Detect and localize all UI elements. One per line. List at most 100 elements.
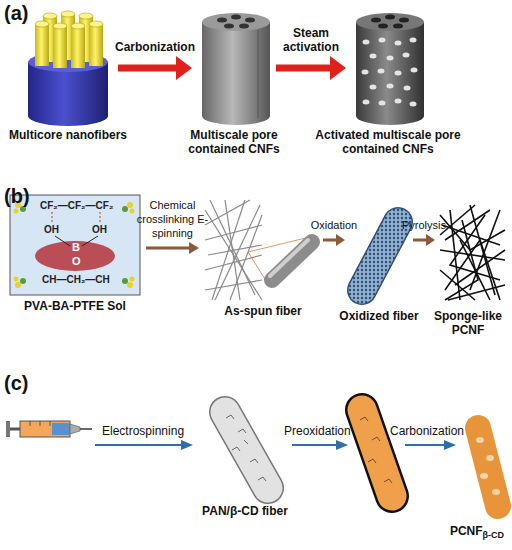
arrow-shaft [323,239,337,242]
stage-box: Activated multiscale pore contained CNFs [350,12,426,124]
step-label: Electrospinning [102,425,184,438]
arrow-head [176,56,192,80]
pore [410,102,417,107]
syringe [40,421,41,426]
syringe [80,428,92,430]
panel-letter: (a) [4,2,28,24]
oxidized-fiber [362,222,398,290]
caption-text: Sponge-like PCNF [434,309,502,337]
node-caption: PAN/β-CD fiber [185,504,305,518]
pore [370,85,377,90]
caption-text: Multicore nanofibers [9,128,127,142]
pore [362,70,369,75]
syringe [6,421,92,437]
molecule-cluster [127,282,133,288]
molecule-cluster [122,278,128,284]
yellow-core [35,11,103,68]
stage-box: As-spun fiber [205,200,320,300]
syringe [6,421,10,437]
chemical-formula: CF₂—CF₂—CF₂ [40,200,113,211]
node-caption: Oxidized fiber [329,309,429,323]
activated-cnf [356,13,424,31]
yellow-core [71,23,85,29]
molecule-cluster [122,206,128,212]
pan-fiber [225,412,268,488]
stage-box: PCNFβ-CD [462,412,512,520]
arrow-shaft [276,65,331,72]
cyclodextrin-mark [226,415,266,481]
pore [362,38,418,107]
sol-box [52,212,53,222]
arrow-head [189,242,199,254]
porous-cnf [239,24,249,29]
oxidized-fiber [362,222,398,290]
sponge-network [470,210,500,290]
molecule-cluster [15,282,21,288]
node-caption: PVA-BA-PTFE Sol [5,299,145,313]
pore [395,99,402,104]
as-spun-mesh [230,215,262,300]
caption-text: Multiscale pore contained CNFs [188,128,279,156]
syringe [70,424,80,434]
activated-cnf [356,22,424,125]
process-arrow [181,440,193,450]
pore [486,455,494,461]
step-label: Preoxidation [284,425,351,438]
sol-box [10,195,140,295]
yellow-core [35,24,49,66]
arrow-head [426,234,435,246]
cyclodextrin-mark [226,415,234,419]
sponge-network [448,285,505,300]
panel-letter: (c) [4,372,28,394]
arrow-label: Steam activation [276,26,346,54]
cyclodextrin-mark [250,459,258,463]
porous-cnf [258,30,259,118]
stage-box: Oxidized fiber [348,205,410,305]
yellow-core [53,26,67,68]
pore [370,54,377,59]
node-caption: Multicore nanofibers [3,128,133,142]
activated-cnf [356,13,424,125]
single-fiber [272,242,312,280]
as-spun-mesh [208,245,262,255]
cyclodextrin-mark [238,429,246,433]
porous-cnf [214,30,215,118]
molecule-cluster [130,209,135,214]
pore [476,437,484,443]
chemical-formula: CH—CH₂—CH [42,274,110,285]
syringe [20,421,70,437]
arrow-shaft [118,65,177,72]
sponge-network [460,240,490,300]
preoxidized-fiber [360,410,392,496]
caption-subscript: β-CD [483,530,505,540]
cyclodextrin-mark [244,440,248,444]
as-spun-mesh [205,200,262,300]
syringe [30,421,31,426]
chemical-atom: B [72,241,80,253]
process-arrow [292,444,338,446]
process-arrow [118,56,192,80]
preoxidized-fiber [362,410,392,496]
porous-cnf [202,13,270,31]
step-label: Carbonization [390,425,464,438]
caption-text: PVA-BA-PTFE Sol [24,299,126,313]
pore [411,68,418,73]
molecule-cluster [20,278,26,284]
arrow-label: Chemical crosslinking E-spinning [123,198,223,240]
pore [492,489,500,495]
pan-fiber [225,412,268,488]
pore [387,56,394,61]
cyclodextrin-mark [372,437,380,441]
multicore-fiber [28,11,108,126]
activated-cnf [393,24,403,29]
cyclodextrin-mark [360,417,392,483]
sol-box [35,241,115,271]
sol-box [100,212,101,222]
stage-box: Sponge-like PCNF [438,205,506,305]
yellow-core [89,24,103,66]
single-fiber [270,240,308,276]
pan-fiber [225,412,268,488]
stage-box: Multiscale pore contained CNFs [196,12,272,124]
as-spun-mesh [205,280,262,290]
